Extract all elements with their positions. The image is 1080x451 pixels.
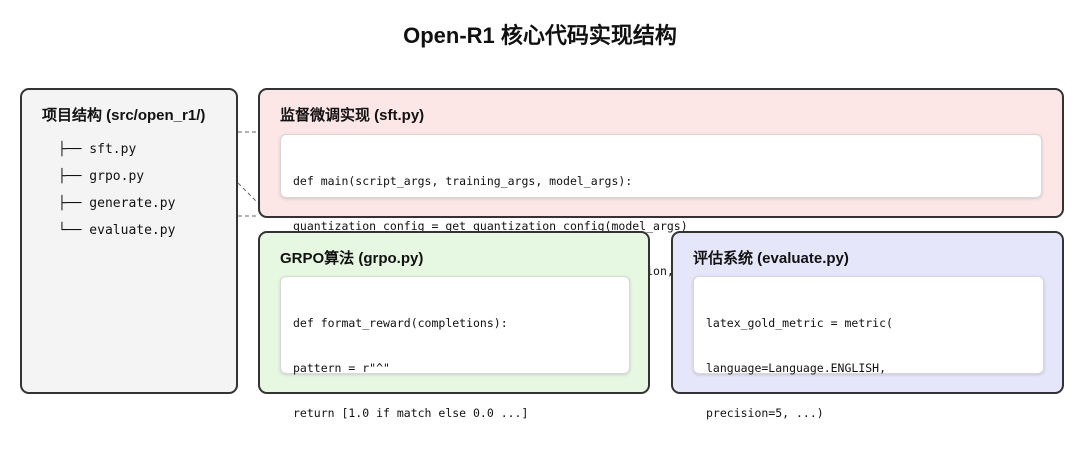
tree-item-grpo: ├── grpo.py: [58, 169, 145, 184]
grpo-code-block: def format_reward(completions): pattern …: [280, 276, 630, 420]
tree-item-evaluate: └── evaluate.py: [58, 223, 176, 238]
grpo-code-line: return [1.0 if match else 0.0 ...]: [293, 406, 529, 420]
evaluate-box: 评估系统 (evaluate.py) latex_gold_metric = m…: [671, 231, 1064, 420]
tree-item-sft: ├── sft.py: [58, 142, 137, 157]
sft-code-line: def main(script_args, training_args, mod…: [293, 174, 633, 188]
grpo-title: GRPO算法 (grpo.py): [280, 250, 424, 267]
sft-box: 监督微调实现 (sft.py) def main(script_args, tr…: [258, 88, 1064, 278]
evaluate-code-block: latex_gold_metric = metric( language=Lan…: [693, 276, 1044, 420]
evaluate-code-line: latex_gold_metric = metric(: [706, 316, 893, 330]
evaluate-code-line: language=Language.ENGLISH,: [706, 361, 887, 375]
grpo-box: GRPO算法 (grpo.py) def format_reward(compl…: [258, 231, 650, 420]
sft-code-block: def main(script_args, training_args, mod…: [280, 134, 1042, 278]
structure-title: 项目结构 (src/open_r1/): [42, 107, 206, 124]
evaluate-code-line: precision=5, ...): [706, 406, 824, 420]
sft-title: 监督微调实现 (sft.py): [280, 107, 425, 124]
evaluate-title: 评估系统 (evaluate.py): [693, 250, 849, 267]
sft-code-line: quantization_config = get_quantization_c…: [293, 219, 688, 233]
dashed-connectors: [237, 131, 259, 217]
diagram-title: Open-R1 核心代码实现结构: [403, 23, 677, 48]
grpo-code-line: pattern = r"^": [293, 361, 390, 375]
structure-box: 项目结构 (src/open_r1/) ├── sft.py ├── grpo.…: [20, 88, 238, 394]
tree-item-generate: ├── generate.py: [58, 196, 176, 211]
connector-sft-mid: [237, 182, 259, 204]
grpo-code-line: def format_reward(completions):: [293, 316, 508, 330]
